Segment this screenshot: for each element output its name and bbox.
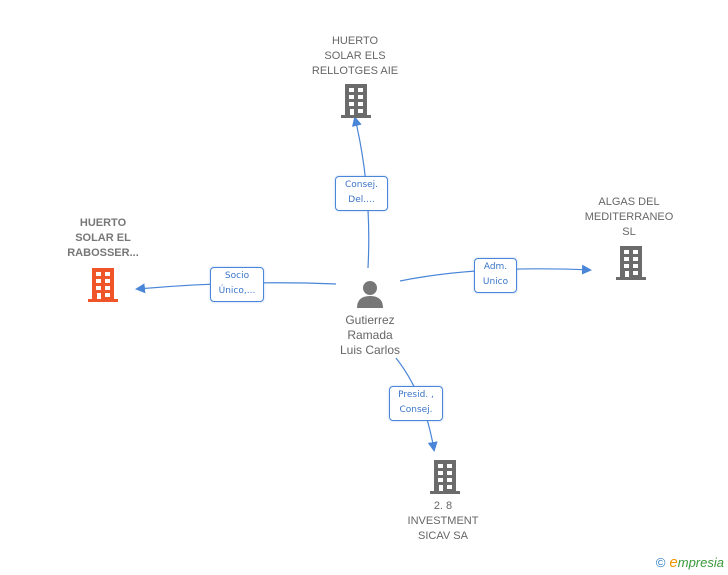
company-label-huerto-el-rabosser[interactable]: HUERTO SOLAR EL RABOSSER... bbox=[48, 216, 158, 261]
company-name-line: SOLAR EL bbox=[75, 232, 131, 244]
relation-label-consej-del[interactable]: Consej. Del.... bbox=[335, 176, 388, 211]
company-name-line: MEDITERRANEO bbox=[584, 211, 674, 223]
relation-label-line: Consej. bbox=[399, 405, 433, 415]
relation-label-line: Consej. bbox=[344, 180, 379, 190]
company-name-line: HUERTO bbox=[331, 35, 379, 47]
relation-label-line: Del.... bbox=[348, 195, 375, 205]
building-icon[interactable] bbox=[615, 246, 647, 280]
person-name-line: Luis Carlos bbox=[339, 343, 401, 357]
building-icon[interactable] bbox=[429, 460, 461, 494]
relation-label-line: Socio bbox=[224, 271, 250, 281]
company-name-line: HUERTO bbox=[79, 217, 127, 229]
building-icon[interactable] bbox=[340, 84, 372, 118]
relation-label-line: Presid. , bbox=[398, 390, 434, 400]
person-name-line: Ramada bbox=[347, 328, 393, 342]
empresia-logo[interactable]: ©empresia bbox=[656, 554, 724, 571]
company-name-line: 2. 8 bbox=[433, 500, 453, 512]
company-label-algas-del-mediterraneo[interactable]: ALGAS DEL MEDITERRANEO SL bbox=[574, 195, 684, 240]
relation-label-socio-unico[interactable]: Socio Único,... bbox=[210, 267, 264, 302]
company-name-line: RELLOTGES AIE bbox=[311, 65, 399, 77]
company-name-line: SICAV SA bbox=[418, 530, 468, 542]
relation-label-line: Unico bbox=[482, 277, 509, 287]
copyright-icon: © bbox=[655, 555, 666, 570]
relation-label-adm-unico[interactable]: Adm. Unico bbox=[474, 258, 517, 293]
brand-name: mpresia bbox=[677, 555, 724, 570]
relation-label-line: Único,... bbox=[218, 286, 256, 296]
relation-label-line: Adm. bbox=[483, 262, 508, 272]
person-label[interactable]: Gutierrez Ramada Luis Carlos bbox=[310, 313, 430, 358]
company-label-2-8-investment[interactable]: 2. 8 INVESTMENT SICAV SA bbox=[388, 499, 498, 544]
brand-initial: e bbox=[669, 554, 678, 571]
company-name-line: ALGAS DEL bbox=[598, 196, 660, 208]
person-icon[interactable] bbox=[355, 279, 385, 309]
company-name-line: INVESTMENT bbox=[407, 515, 479, 527]
building-icon-highlighted[interactable] bbox=[87, 268, 119, 302]
person-name-line: Gutierrez bbox=[345, 313, 395, 327]
company-label-huerto-els-rellotges[interactable]: HUERTO SOLAR ELS RELLOTGES AIE bbox=[300, 34, 410, 79]
company-name-line: RABOSSER... bbox=[67, 247, 139, 259]
company-name-line: SOLAR ELS bbox=[324, 50, 386, 62]
relation-label-presid-consej[interactable]: Presid. , Consej. bbox=[389, 386, 443, 421]
company-name-line: SL bbox=[622, 226, 636, 238]
